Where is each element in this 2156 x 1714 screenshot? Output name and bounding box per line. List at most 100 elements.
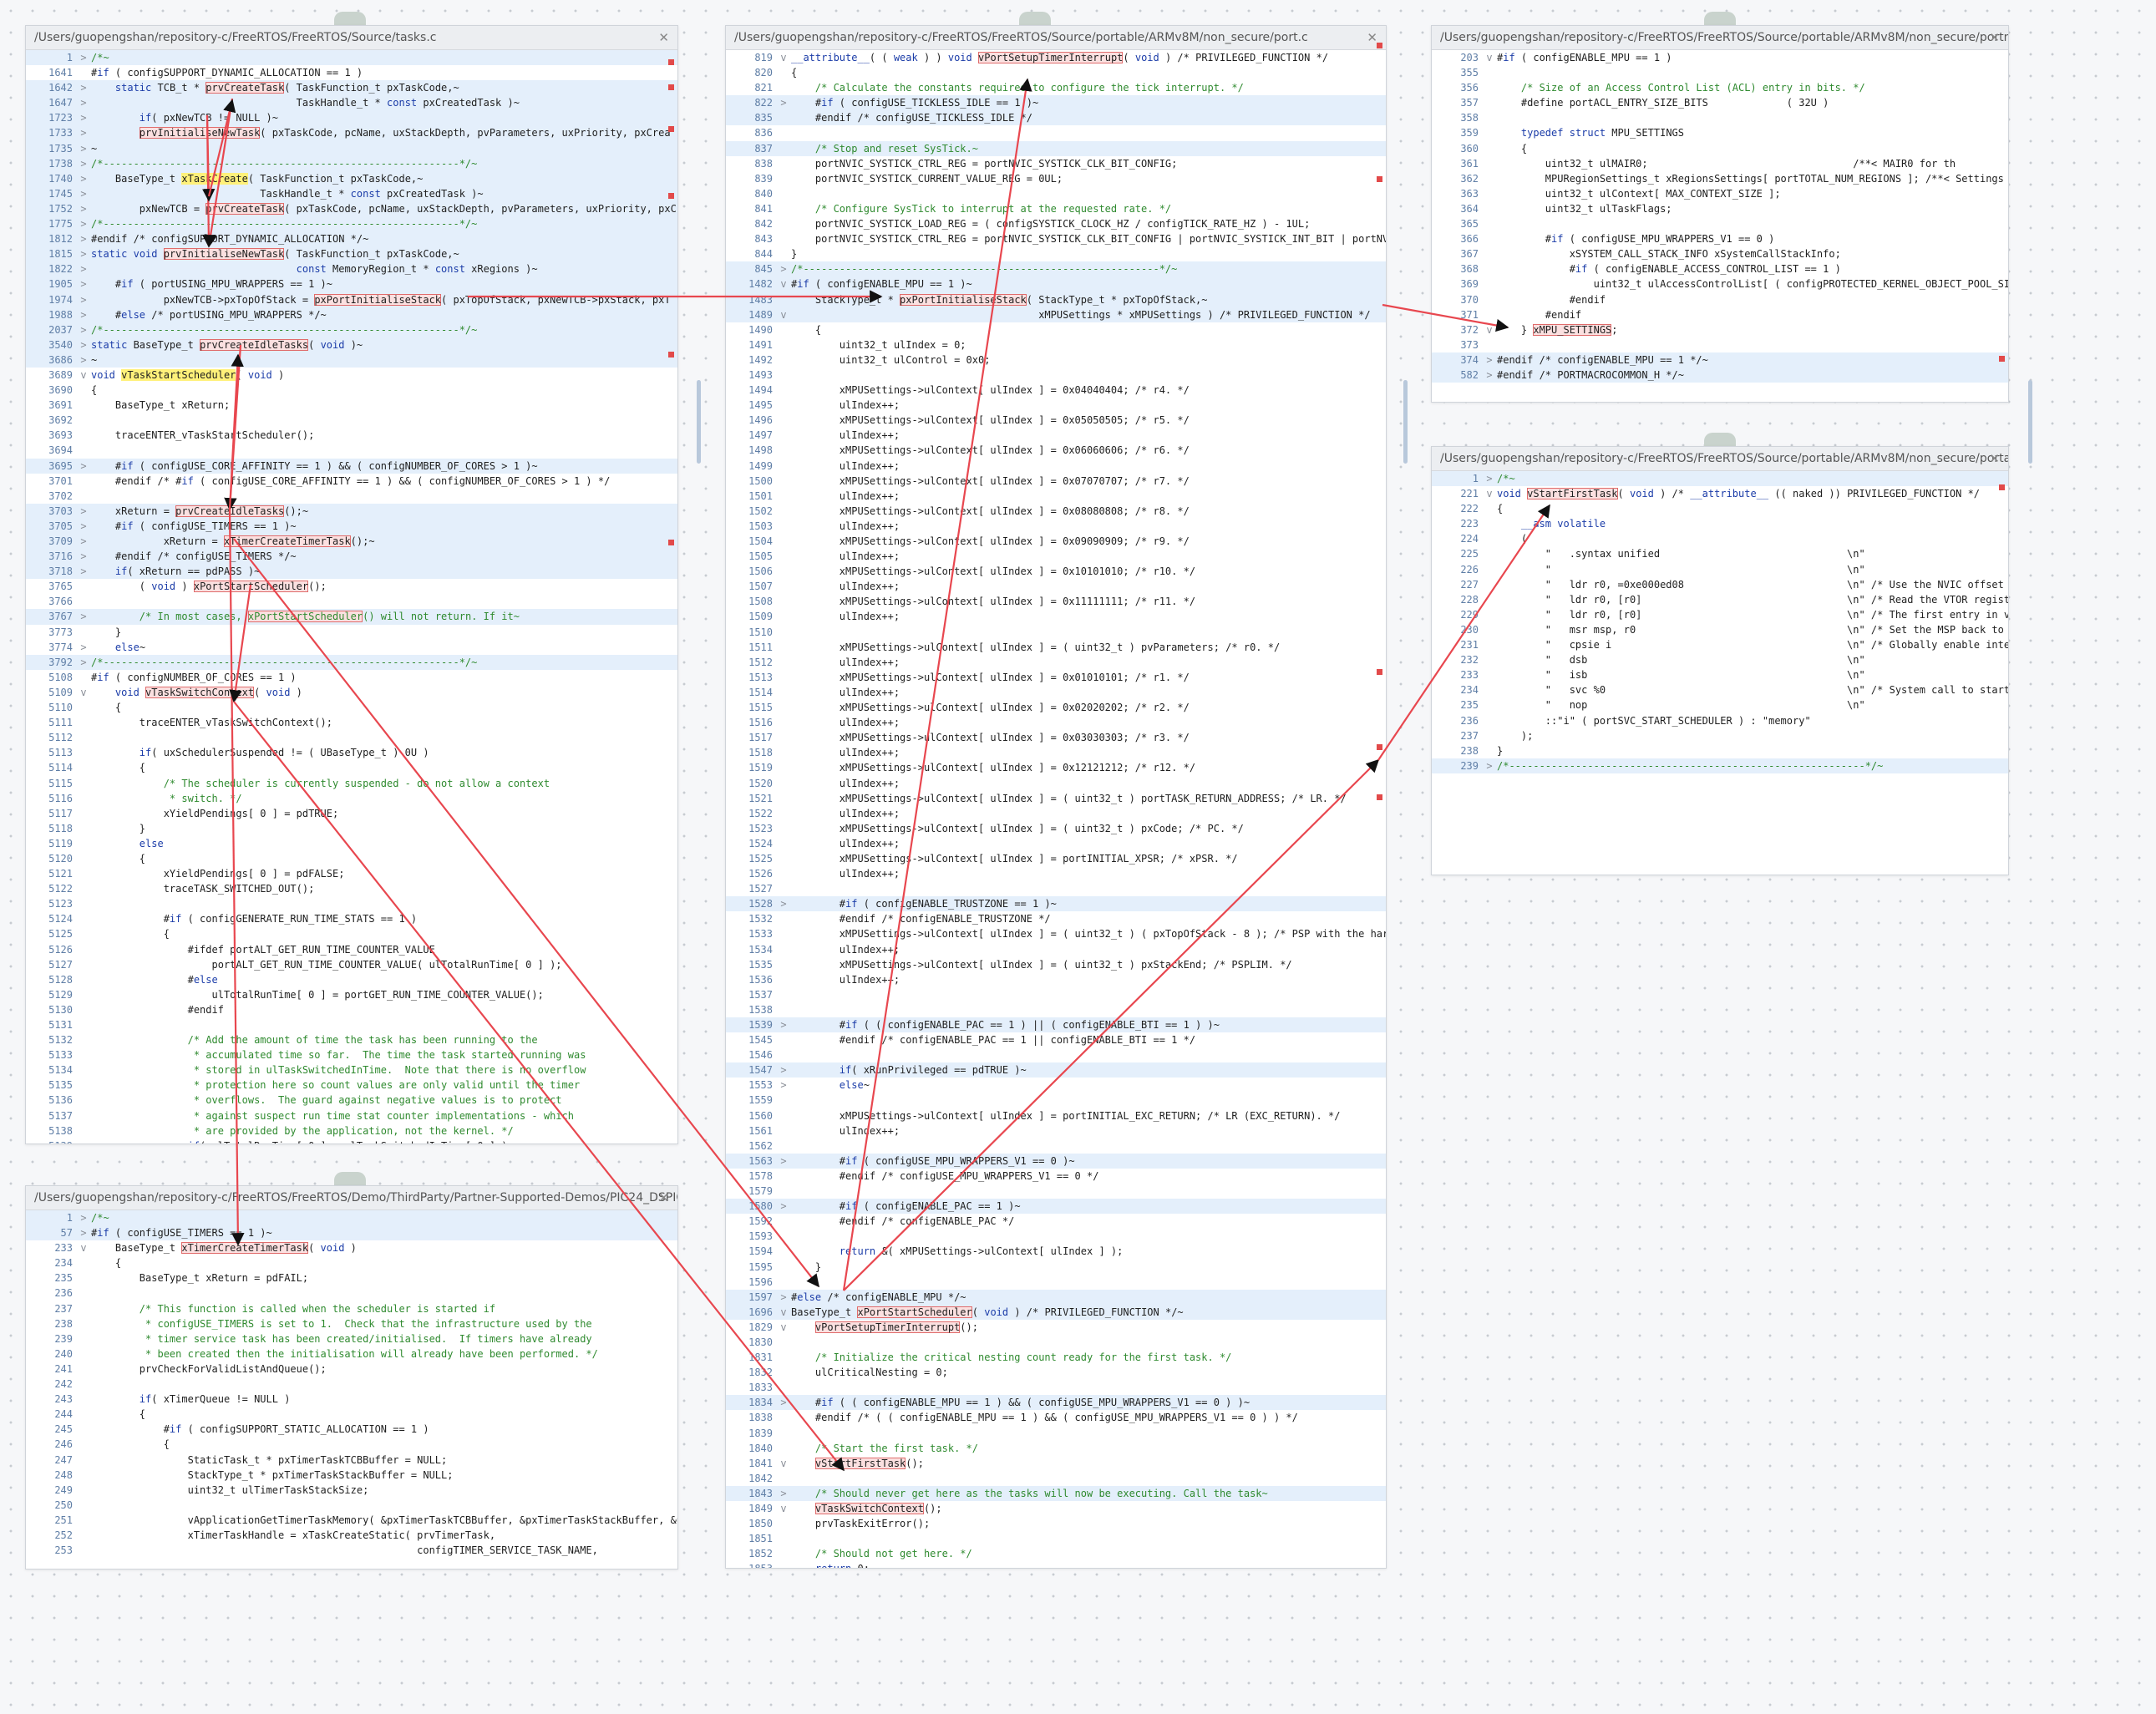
code-line[interactable]: 1647> TaskHandle_t * const pxCreatedTask… [26, 95, 677, 111]
code-line[interactable]: 5108#if ( configNUMBER_OF_CORES == 1 ) [26, 670, 677, 685]
fold-chevron-icon[interactable]: > [1486, 368, 1493, 381]
code-line[interactable]: 229 " ldr r0, [r0] \n" /* The first entr… [1432, 607, 2008, 622]
panel-titlebar[interactable]: /Users/guopengshan/repository-c/FreeRTOS… [726, 26, 1386, 50]
code-line[interactable]: 234 " svc %0 \n" /* System call to start [1432, 682, 2008, 697]
symbol-highlight[interactable]: prvCreateTask [205, 82, 285, 94]
fold-chevron-icon[interactable]: > [80, 97, 87, 109]
code-line[interactable]: 5115 /* The scheduler is currently suspe… [26, 776, 677, 791]
code-line[interactable]: 1593 [726, 1229, 1386, 1244]
code-line[interactable]: 234 { [26, 1255, 677, 1270]
code-line[interactable]: 5129 ulTotalRunTime[ 0 ] = portGET_RUN_T… [26, 987, 677, 1002]
code-line[interactable]: 225 " .syntax unified \n" [1432, 546, 2008, 561]
code-line[interactable]: 1735>~ [26, 140, 677, 156]
fold-chevron-icon[interactable]: > [80, 308, 87, 321]
code-line[interactable]: 1597>#else /* configENABLE_MPU */~ [726, 1289, 1386, 1305]
fold-chevron-icon[interactable]: > [80, 142, 87, 155]
code-line[interactable]: 1562 [726, 1138, 1386, 1154]
code-line[interactable]: 1524 ulIndex++; [726, 836, 1386, 851]
code-line[interactable]: 357 #define portACL_ENTRY_SIZE_BITS ( 32… [1432, 95, 2008, 110]
symbol-highlight[interactable]: vStartFirstTask [814, 1457, 906, 1469]
fold-chevron-icon[interactable]: > [780, 898, 787, 910]
code-line[interactable]: 3774> else~ [26, 640, 677, 655]
panel-titlebar[interactable]: /Users/guopengshan/repository-c/FreeRTOS… [26, 1186, 677, 1210]
code-line[interactable]: 3709> xReturn = xTimerCreateTimerTask();… [26, 534, 677, 550]
code-line[interactable]: 1561 ulIndex++; [726, 1123, 1386, 1138]
close-icon[interactable]: ✕ [1367, 30, 1377, 45]
fold-chevron-icon[interactable]: v [780, 1306, 787, 1318]
panel-titlebar[interactable]: /Users/guopengshan/repository-c/FreeRTOS… [26, 26, 677, 50]
code-line[interactable]: 3705> #if ( configUSE_TIMERS == 1 )~ [26, 518, 677, 534]
code-line[interactable]: 1535 xMPUSettings->ulContext[ ulIndex ] … [726, 957, 1386, 972]
code-line[interactable]: 238} [1432, 743, 2008, 758]
fold-chevron-icon[interactable]: > [780, 97, 787, 109]
code-line[interactable]: 5126 #ifdef portALT_GET_RUN_TIME_COUNTER… [26, 942, 677, 957]
symbol-highlight[interactable]: vTaskSwitchContext [814, 1503, 924, 1514]
fold-chevron-icon[interactable]: > [80, 520, 87, 532]
code-line[interactable]: 1519 xMPUSettings->ulContext[ ulIndex ] … [726, 760, 1386, 775]
code-line[interactable]: 248 StackType_t * pxTimerTaskStackBuffer… [26, 1468, 677, 1483]
code-line[interactable]: 822> #if ( configUSE_TICKLESS_IDLE == 1 … [726, 95, 1386, 111]
code-line[interactable]: 3691 BaseType_t xReturn; [26, 398, 677, 413]
code-line[interactable]: 226 " \n" [1432, 562, 2008, 577]
code-line[interactable]: 835 #endif /* configUSE_TICKLESS_IDLE */ [726, 110, 1386, 126]
code-line[interactable]: 841 /* Configure SysTick to interrupt at… [726, 201, 1386, 216]
code-line[interactable]: 1559 [726, 1093, 1386, 1108]
code-line[interactable]: 1852 /* Should not get here. */ [726, 1546, 1386, 1561]
code-line[interactable]: 1533 xMPUSettings->ulContext[ ulIndex ] … [726, 926, 1386, 941]
fold-chevron-icon[interactable]: > [80, 1212, 87, 1224]
code-line[interactable]: 1850 prvTaskExitError(); [726, 1516, 1386, 1531]
code-line[interactable]: 1505 ulIndex++; [726, 549, 1386, 564]
code-line[interactable]: 1833 [726, 1380, 1386, 1395]
fold-chevron-icon[interactable]: > [780, 263, 787, 276]
fold-chevron-icon[interactable]: > [80, 233, 87, 246]
code-line[interactable]: 3701 #endif /* #if ( configUSE_CORE_AFFI… [26, 474, 677, 489]
code-line[interactable]: 3716> #endif /* configUSE_TIMERS */~ [26, 549, 677, 565]
code-area[interactable]: 1>/*~57>#if ( configUSE_TIMERS == 1 )~23… [26, 1210, 677, 1558]
code-line[interactable]: 1545 #endif /* configENABLE_PAC == 1 || … [726, 1032, 1386, 1047]
code-line[interactable]: 1723> if( pxNewTCB != NULL )~ [26, 110, 677, 126]
code-line[interactable]: 358 [1432, 110, 2008, 125]
fold-chevron-icon[interactable]: > [80, 611, 87, 623]
code-line[interactable]: 362 MPURegionSettings_t xRegionsSettings… [1432, 171, 2008, 186]
code-line[interactable]: 1521 xMPUSettings->ulContext[ ulIndex ] … [726, 791, 1386, 806]
canvas-scrollbar[interactable] [697, 380, 701, 464]
code-line[interactable]: 1520 ulIndex++; [726, 776, 1386, 791]
code-line[interactable]: 1642> static TCB_t * prvCreateTask( Task… [26, 80, 677, 96]
fold-chevron-icon[interactable]: v [80, 368, 87, 381]
symbol-highlight[interactable]: xTaskCreate [181, 172, 248, 185]
code-line[interactable]: 3792>/*---------------------------------… [26, 654, 677, 670]
close-icon[interactable]: ✕ [1989, 451, 2000, 466]
code-line[interactable]: 250 [26, 1498, 677, 1513]
code-line[interactable]: 251 vApplicationGetTimerTaskMemory( &pxT… [26, 1513, 677, 1528]
code-line[interactable]: 1507 ulIndex++; [726, 579, 1386, 594]
close-icon[interactable]: ✕ [1989, 30, 2000, 45]
fold-chevron-icon[interactable]: > [80, 157, 87, 170]
symbol-highlight[interactable]: pxPortInitialiseStack [900, 293, 1027, 306]
code-line[interactable]: 1532 #endif /* configENABLE_TRUSTZONE */ [726, 911, 1386, 926]
code-line[interactable]: 242 [26, 1377, 677, 1392]
code-line[interactable]: 1838 #endif /* ( ( configENABLE_MPU == 1… [726, 1410, 1386, 1425]
code-line[interactable]: 5124 #if ( configGENERATE_RUN_TIME_STATS… [26, 911, 677, 926]
code-line[interactable]: 235 " nop \n" [1432, 697, 2008, 712]
code-line[interactable]: 228 " ldr r0, [r0] \n" /* Read the VTOR … [1432, 592, 2008, 607]
symbol-highlight[interactable]: prvCreateTask [205, 202, 285, 215]
code-line[interactable]: 5133 * accumulated time so far. The time… [26, 1047, 677, 1062]
code-line[interactable]: 1492 uint32_t ulControl = 0x0; [726, 352, 1386, 368]
fold-chevron-icon[interactable]: v [80, 686, 87, 698]
code-line[interactable]: 1988> #else /* portUSING_MPU_WRAPPERS */… [26, 307, 677, 322]
code-line[interactable]: 3718> if( xReturn == pdPASS )~ [26, 564, 677, 580]
code-line[interactable]: 1830 [726, 1335, 1386, 1350]
code-line[interactable]: 1516 ulIndex++; [726, 715, 1386, 730]
code-line[interactable]: 237 ); [1432, 728, 2008, 743]
code-line[interactable]: 1546 [726, 1047, 1386, 1062]
symbol-highlight[interactable]: vTaskSwitchContext [145, 686, 255, 698]
code-line[interactable]: 3692 [26, 413, 677, 428]
code-line[interactable]: 1517 xMPUSettings->ulContext[ ulIndex ] … [726, 730, 1386, 745]
canvas-scrollbar[interactable] [2028, 380, 2032, 464]
code-line[interactable]: 1553> else~ [726, 1078, 1386, 1093]
